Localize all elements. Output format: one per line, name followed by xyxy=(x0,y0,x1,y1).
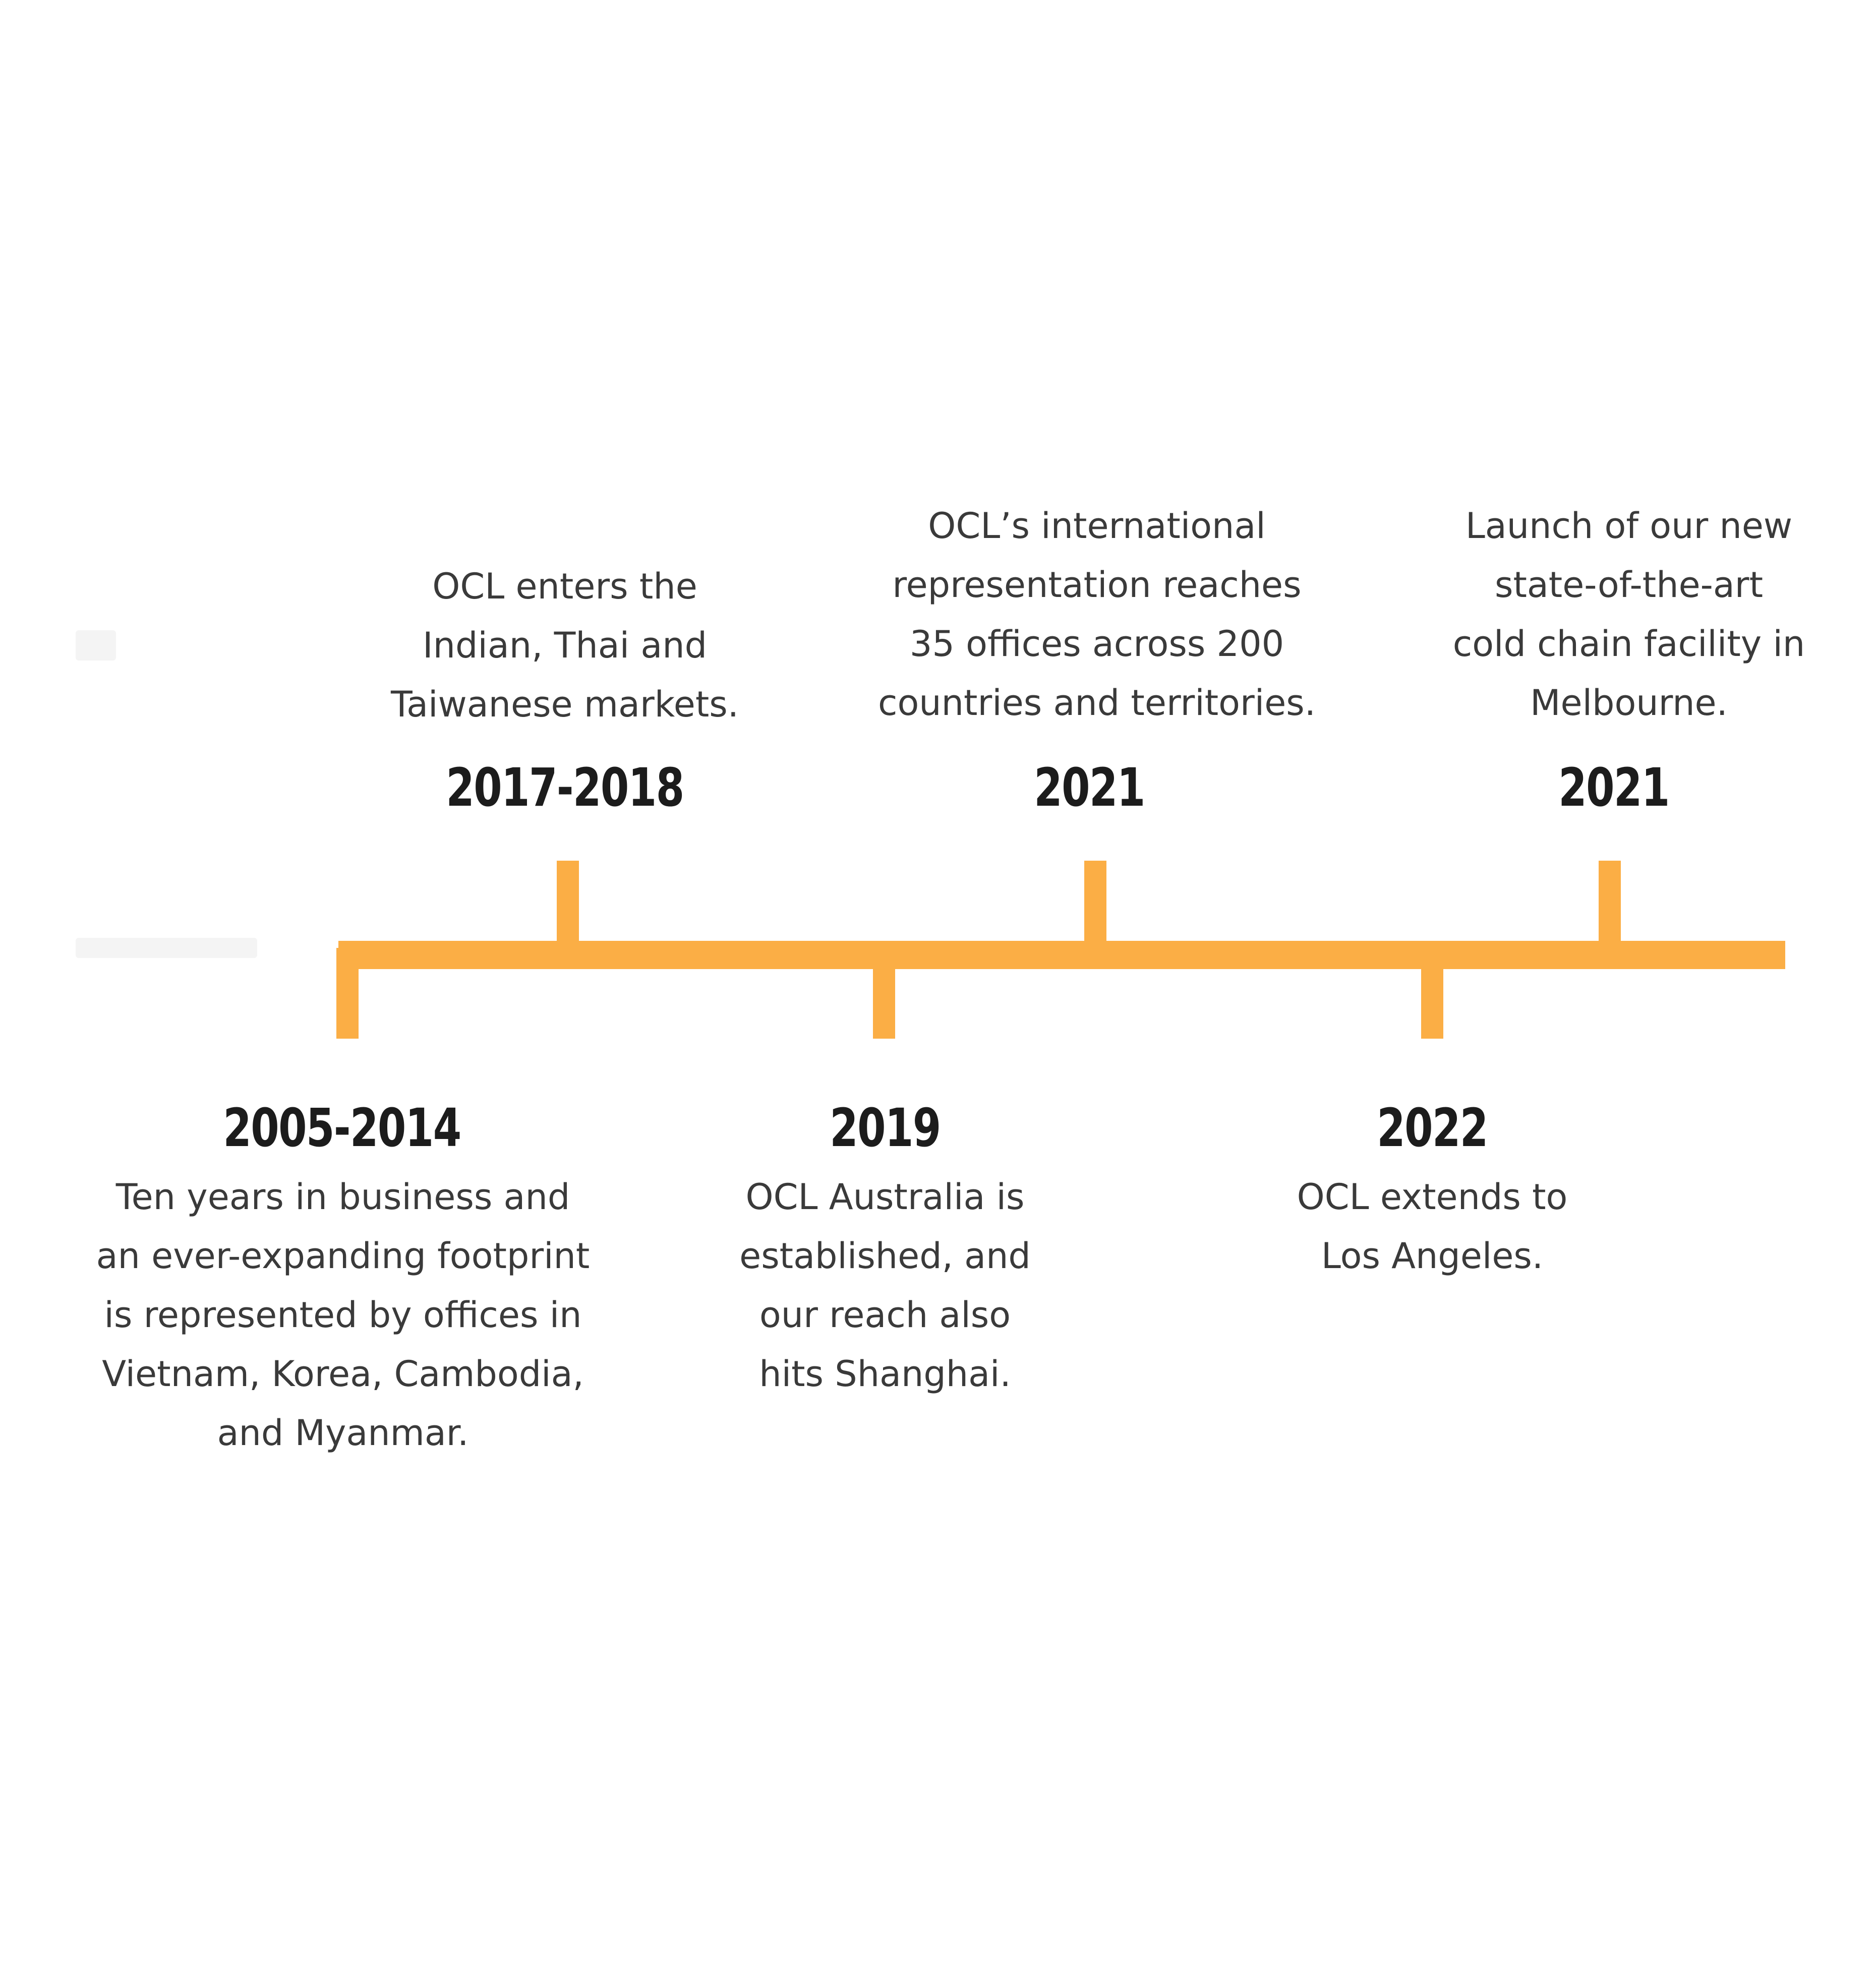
description-line: OCL’s international xyxy=(928,505,1266,547)
event-description: OCL’s international representation reach… xyxy=(857,497,1336,733)
description-line: Taiwanese markets. xyxy=(390,684,739,725)
description-line: OCL extends to xyxy=(1297,1176,1568,1218)
event-year: 2019 xyxy=(830,1097,941,1159)
description-line: OCL enters the xyxy=(432,566,697,607)
event-year: 2017-2018 xyxy=(446,757,684,818)
description-line: Launch of our new xyxy=(1465,505,1793,547)
description-line: Ten years in business and xyxy=(115,1176,570,1218)
description-line: Melbourne. xyxy=(1530,682,1728,724)
description-line: OCL Australia is xyxy=(745,1176,1025,1218)
description-line: Vietnam, Korea, Cambodia, xyxy=(102,1353,584,1395)
timeline-tick-2021 xyxy=(1084,861,1106,946)
event-year: 2022 xyxy=(1377,1097,1488,1159)
description-line: hits Shanghai. xyxy=(759,1353,1011,1395)
faint-artifact xyxy=(76,938,257,958)
description-line: Los Angeles. xyxy=(1321,1235,1544,1277)
description-line: cold chain facility in xyxy=(1452,623,1805,665)
event-year: 2021 xyxy=(1558,757,1670,818)
timeline-tick-2019 xyxy=(873,948,895,1039)
timeline-tick-2021-melbourne xyxy=(1599,861,1621,946)
description-line: Indian, Thai and xyxy=(422,625,708,666)
description-line: our reach also xyxy=(759,1294,1011,1336)
event-description: Launch of our new state-of-the-art cold … xyxy=(1402,497,1856,733)
description-line: established, and xyxy=(739,1235,1031,1277)
description-line: countries and territories. xyxy=(877,682,1316,724)
event-description: OCL Australia is established, and our re… xyxy=(683,1168,1087,1404)
event-description: Ten years in business and an ever-expand… xyxy=(91,1168,595,1463)
event-description: OCL extends to Los Angeles. xyxy=(1230,1168,1634,1286)
faint-artifact xyxy=(76,630,116,661)
description-line: an ever-expanding footprint xyxy=(96,1235,590,1277)
timeline-axis xyxy=(338,941,1785,969)
description-line: is represented by offices in xyxy=(104,1294,582,1336)
event-year: 2021 xyxy=(1034,757,1145,818)
timeline-tick-2017-2018 xyxy=(557,861,579,946)
timeline-tick-2005-2014 xyxy=(336,948,359,1039)
description-line: and Myanmar. xyxy=(217,1412,469,1454)
timeline-tick-2022 xyxy=(1421,948,1443,1039)
event-year: 2005-2014 xyxy=(223,1097,461,1159)
description-line: representation reaches xyxy=(892,564,1302,606)
event-description: OCL enters the Indian, Thai and Taiwanes… xyxy=(363,557,767,734)
description-line: 35 offices across 200 xyxy=(909,623,1284,665)
description-line: state-of-the-art xyxy=(1494,564,1764,606)
